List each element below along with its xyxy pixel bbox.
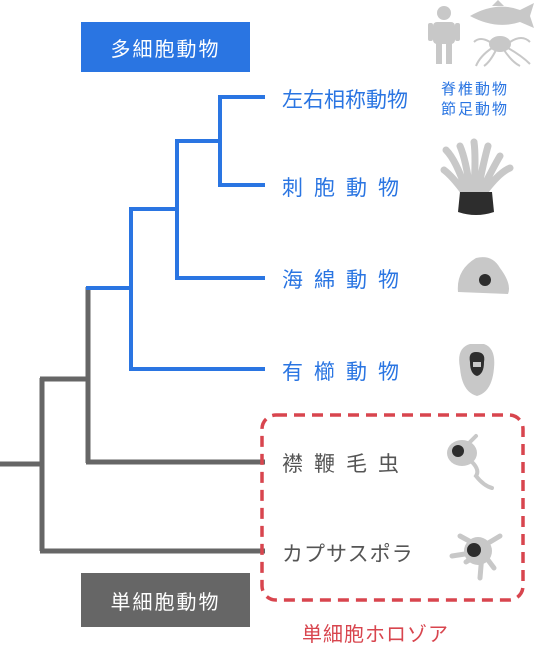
taxon-label-ctenophora: 有櫛動物 <box>282 360 410 384</box>
animal-branches <box>86 95 265 371</box>
choanoflagellate-icon <box>447 434 494 490</box>
outgroup-branches <box>0 287 265 554</box>
taxon-label-porifera: 海綿動物 <box>282 268 410 292</box>
holozoa-label: 単細胞ホロゾア <box>302 622 449 646</box>
coral-icon <box>440 138 514 215</box>
bilateria-example-arthropods: 節足動物 <box>441 100 510 118</box>
taxon-label-capsaspora: カプサスポラ <box>282 542 414 566</box>
capsaspora-icon <box>449 533 503 581</box>
comb-jelly-icon <box>459 344 495 396</box>
octopus-icon <box>473 36 531 67</box>
human-icon <box>428 6 460 64</box>
taxon-label-bilateria: 左右相称動物 <box>282 88 408 112</box>
holozoa-box <box>260 413 525 602</box>
sponge-icon <box>457 257 509 294</box>
unicellular-badge: 単細胞動物 <box>81 573 250 627</box>
taxon-label-choanoflagellata: 襟鞭毛虫 <box>282 452 410 476</box>
fish-icon <box>470 0 534 28</box>
multicellular-badge: 多細胞動物 <box>81 22 250 72</box>
taxon-label-cnidaria: 刺胞動物 <box>282 176 410 200</box>
bilateria-example-vertebrates: 脊椎動物 <box>441 80 510 98</box>
